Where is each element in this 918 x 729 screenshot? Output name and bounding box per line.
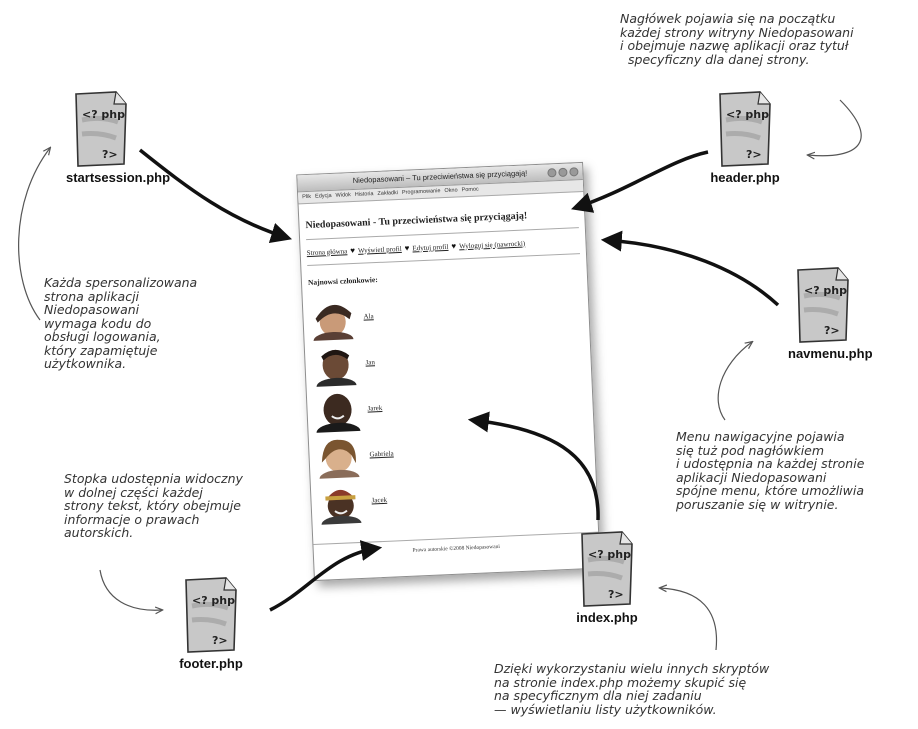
svg-text:<? php: <? php bbox=[192, 594, 235, 607]
arrow-startsession bbox=[138, 148, 293, 244]
footer-note: Stopka udostępnia widoczny w dolnej częś… bbox=[64, 471, 243, 540]
svg-text:<? php: <? php bbox=[726, 108, 769, 121]
member-photo bbox=[310, 340, 359, 387]
navmenu-file: <? php ?> navmenu.php bbox=[788, 266, 873, 361]
member-row: Jarek bbox=[312, 377, 588, 433]
member-photo bbox=[316, 478, 365, 525]
php-file-icon: <? php ?> bbox=[185, 577, 237, 653]
startsession-file: <? php ?> startsession.php bbox=[66, 90, 171, 185]
svg-text:<? php: <? php bbox=[82, 108, 125, 121]
header-note: Nagłówek pojawia się na początku każdej … bbox=[620, 11, 854, 67]
member-photo bbox=[312, 386, 361, 433]
index-file: <? php ?> index.php bbox=[572, 530, 642, 625]
startsession-filename: startsession.php bbox=[66, 170, 171, 185]
svg-text:<? php: <? php bbox=[588, 548, 631, 561]
arrow-header bbox=[571, 150, 709, 213]
thin-arrow-index-note bbox=[660, 588, 718, 651]
index-note: Dzięki wykorzystaniu wielu innych skrypt… bbox=[494, 661, 770, 717]
member-row: Jan bbox=[310, 331, 586, 387]
page-body: Niedopasowani - Tu przeciwieństwa się pr… bbox=[299, 192, 598, 525]
svg-text:?>: ?> bbox=[102, 148, 118, 161]
member-photo bbox=[314, 432, 363, 479]
svg-text:<? php: <? php bbox=[804, 284, 847, 297]
thin-arrow-footer-note bbox=[99, 569, 162, 610]
index-filename: index.php bbox=[576, 610, 638, 625]
footer-filename: footer.php bbox=[179, 656, 243, 671]
php-file-icon: <? php ?> bbox=[75, 91, 127, 167]
header-file: <? php ?> header.php bbox=[710, 90, 780, 185]
svg-text:?>: ?> bbox=[608, 588, 624, 601]
svg-text:?>: ?> bbox=[212, 634, 228, 647]
arrow-navmenu bbox=[600, 230, 780, 307]
thin-arrow-header-note bbox=[808, 99, 862, 156]
member-row: Gabriela bbox=[314, 423, 590, 479]
php-file-icon: <? php ?> bbox=[719, 91, 771, 167]
arrow-footer bbox=[269, 540, 383, 612]
svg-text:?>: ?> bbox=[824, 324, 840, 337]
thin-arrow-navmenu-note bbox=[717, 342, 752, 421]
session-note: Każda spersonalizowana strona aplikacji … bbox=[44, 275, 198, 371]
browser-window: Niedopasowani – Tu przeciwieństwa się pr… bbox=[296, 161, 601, 582]
navmenu-note: Menu nawigacyjne pojawia się tuż pod nag… bbox=[676, 429, 865, 512]
php-file-icon: <? php ?> bbox=[797, 267, 849, 343]
footer-file: <? php ?> footer.php bbox=[176, 576, 246, 671]
member-row: Jacek bbox=[316, 469, 592, 525]
member-row: Ala bbox=[308, 285, 584, 341]
svg-text:?>: ?> bbox=[746, 148, 762, 161]
thin-arrow-session-note bbox=[18, 148, 50, 321]
header-filename: header.php bbox=[710, 170, 780, 185]
arrow-index bbox=[467, 411, 600, 521]
member-photo bbox=[308, 295, 357, 341]
navmenu-filename: navmenu.php bbox=[788, 346, 873, 361]
php-file-icon: <? php ?> bbox=[581, 531, 633, 607]
